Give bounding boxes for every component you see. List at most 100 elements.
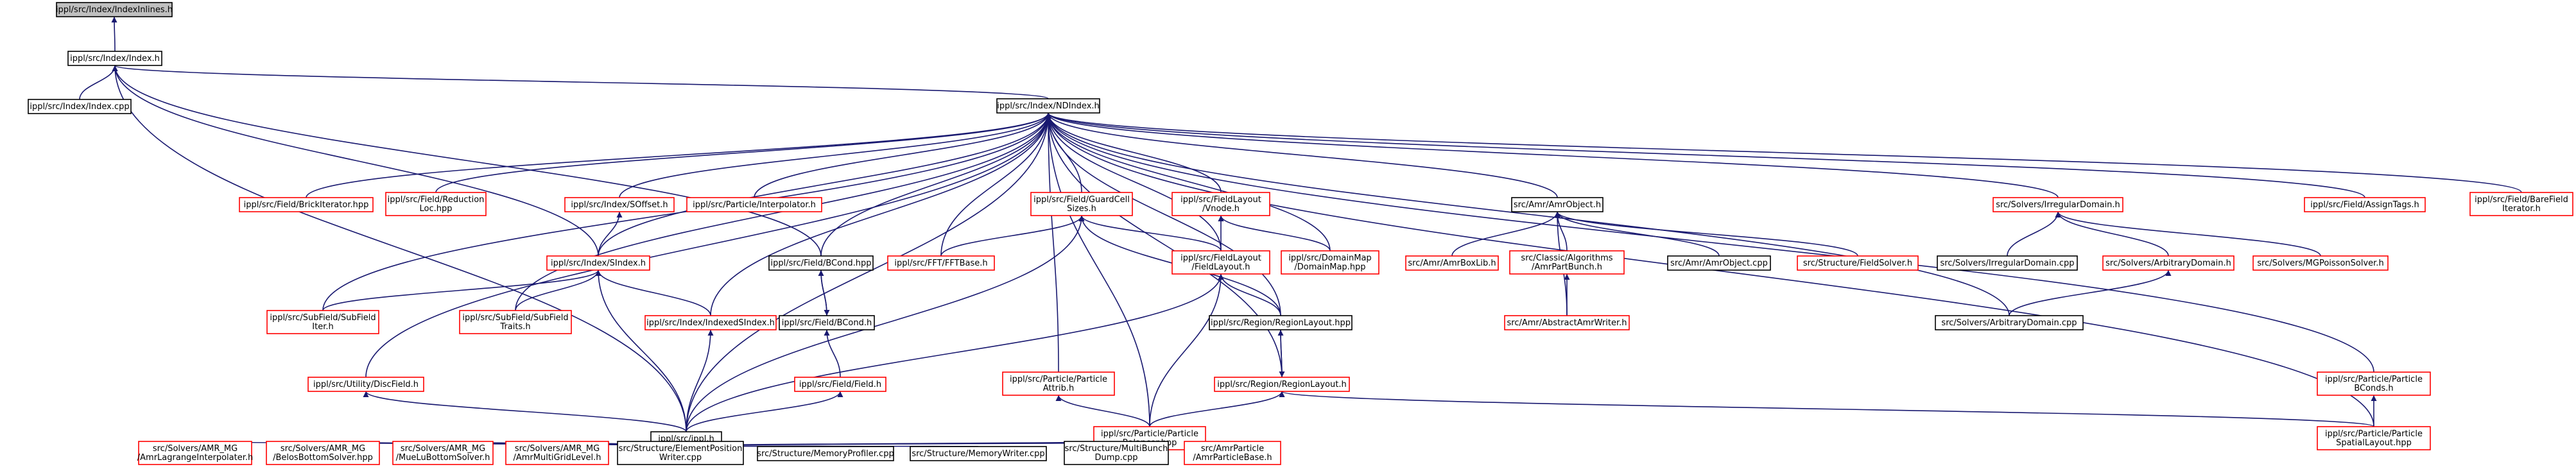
edge-ippl_h-to-sindex [595, 269, 687, 432]
node-label: src/Structure/FieldSolver.h [1803, 259, 1912, 268]
node-box [546, 255, 650, 271]
node-soffset[interactable]: ippl/src/Index/SOffset.h [564, 197, 675, 212]
node-box [617, 441, 744, 465]
node-box [1002, 371, 1115, 396]
node-box [779, 315, 875, 330]
edge-sindex-to-index_h [112, 65, 599, 257]
node-fieldsolver[interactable]: src/Structure/FieldSolver.h [1797, 255, 1919, 271]
node-box [2469, 192, 2573, 216]
edge-amrobject-to-ndindex [1045, 112, 1558, 198]
edge-irregular-to-ndindex [1045, 112, 2059, 198]
node-box [644, 315, 777, 330]
node-mgpoisson[interactable]: src/Solvers/MGPoissonSolver.h [2252, 255, 2389, 271]
node-sindex[interactable]: ippl/src/Index/SIndex.h [546, 255, 650, 271]
node-label: ippl/src/FFT/FFTBase.h [894, 259, 987, 268]
node-index_h[interactable]: ippl/src/Index/Index.h [67, 51, 162, 66]
node-label: /MueLuBottomSolver.h [396, 453, 490, 463]
node-vnode[interactable]: ippl/src/FieldLayout/Vnode.h [1171, 192, 1270, 216]
node-irregular_cpp[interactable]: src/Solvers/IrregularDomain.cpp [1937, 255, 2078, 271]
node-amrboxlib[interactable]: src/Amr/AmrBoxLib.h [1405, 255, 1499, 271]
node-label: /FieldLayout.h [1192, 262, 1250, 272]
node-domainmap[interactable]: ippl/src/DomainMap/DomainMap.hpp [1281, 250, 1379, 275]
node-regionlayout_h[interactable]: ippl/src/Region/RegionLayout.h [1214, 377, 1350, 392]
node-box [28, 99, 132, 114]
node-spatiallayout[interactable]: ippl/src/Particle/ParticleSpatialLayout.… [2317, 426, 2431, 450]
node-brickiter[interactable]: ippl/src/Field/BrickIterator.hpp [239, 197, 374, 212]
node-indexinlines[interactable]: ippl/src/Index/IndexInlines.h [56, 2, 173, 17]
edge-ippl_h-to-discfield [363, 391, 687, 432]
node-label: ippl/src/Index/NDIndex.h [997, 101, 1100, 111]
node-ampartbunch[interactable]: src/Classic/Algorithms/AmrPartBunch.h [1509, 250, 1625, 275]
node-box [67, 51, 162, 66]
edge-fieldsolver-to-amrobject [1554, 211, 1858, 257]
node-box [2304, 197, 2426, 212]
edge-subfielditer-to-sindex [322, 269, 601, 311]
node-box [768, 255, 874, 271]
node-amrobject_cpp[interactable]: src/Amr/AmrObject.cpp [1667, 255, 1771, 271]
node-label: ippl/src/Particle/Particle [2325, 429, 2423, 439]
node-memwriter[interactable]: src/Structure/MemoryWriter.cpp [910, 446, 1047, 461]
node-label: /BelosBottomSolver.hpp [273, 453, 373, 463]
node-label: /AmrLagrangeInterpolater.h [137, 453, 253, 463]
node-regionlayout_hpp[interactable]: ippl/src/Region/RegionLayout.hpp [1209, 315, 1353, 330]
node-discfield[interactable]: ippl/src/Utility/DiscField.h [307, 377, 424, 392]
node-label: /AmrPartBunch.h [1532, 262, 1602, 272]
node-arbitrary_cpp[interactable]: src/Solvers/ArbitraryDomain.cpp [1935, 315, 2084, 330]
node-amrlagrange[interactable]: src/Solvers/AMR_MG/AmrLagrangeInterpolat… [137, 441, 253, 465]
node-box [266, 310, 379, 334]
node-label: src/Amr/AmrObject.cpp [1670, 259, 1768, 268]
node-arbitrary_h[interactable]: src/Solvers/ArbitraryDomain.h [2102, 255, 2235, 271]
edge-bcond_hpp-to-ndindex [820, 112, 1051, 257]
edge-arbitrary_h-to-irregular [2055, 211, 2169, 257]
node-assigntags[interactable]: ippl/src/Field/AssignTags.h [2304, 197, 2426, 212]
edge-soffset-to-ndindex [619, 112, 1051, 198]
node-fftbase[interactable]: ippl/src/FFT/FFTBase.h [887, 255, 995, 271]
edge-barefield-to-ndindex [1045, 112, 2522, 193]
node-label: src/Amr/AmrObject.h [1514, 200, 1601, 210]
node-box [505, 441, 609, 465]
node-bottomsolver[interactable]: src/Solvers/AMR_MG/BelosBottomSolver.hpp [266, 441, 380, 465]
node-irregular[interactable]: src/Solvers/IrregularDomain.h [1993, 197, 2123, 212]
node-memprofiler[interactable]: src/Structure/MemoryProfiler.cpp [757, 446, 894, 461]
node-label: ippl/src/Field/Field.h [799, 380, 881, 389]
node-label: src/Solvers/AMR_MG [281, 444, 365, 454]
node-label: ippl/src/Index/IndexInlines.h [56, 5, 173, 15]
node-label: Writer.cpp [659, 453, 702, 463]
node-box [1030, 192, 1133, 216]
node-bcond_hpp[interactable]: ippl/src/Field/BCond.hpp [768, 255, 874, 271]
node-label: ippl/src/FieldLayout [1180, 253, 1261, 263]
node-label: Loc.hpp [420, 204, 453, 214]
node-indexedsindex[interactable]: ippl/src/Index/IndexedSIndex.h [644, 315, 777, 330]
node-muelu[interactable]: src/Solvers/AMR_MG/MueLuBottomSolver.h [392, 441, 494, 465]
edge-indexedsindex-to-sindex [595, 269, 711, 316]
edge-index_h-to-indexinlines [111, 16, 117, 52]
node-abstractamrwriter[interactable]: src/Amr/AbstractAmrWriter.h [1504, 315, 1630, 330]
node-fieldlayout[interactable]: ippl/src/FieldLayout/FieldLayout.h [1171, 250, 1270, 275]
node-interp[interactable]: ippl/src/Particle/Interpolator.h [686, 197, 822, 212]
node-label: src/Solvers/MGPoissonSolver.h [2257, 259, 2383, 268]
node-amrparticlebase[interactable]: src/AmrParticle/AmrParticleBase.h [1184, 441, 1281, 465]
edge-ippl_h-to-indexedsindex [686, 329, 714, 432]
node-label: ippl/src/Field/AssignTags.h [2310, 200, 2419, 210]
node-multigridlevel[interactable]: src/Solvers/AMR_MG/AmrMultiGridLevel.h [505, 441, 609, 465]
node-index_cpp[interactable]: ippl/src/Index/Index.cpp [28, 99, 132, 114]
edge-ippl_h-to-guardcell [686, 215, 1085, 432]
edge-regionlayout_hpp-to-ndindex [1045, 112, 1281, 316]
node-amrobject[interactable]: src/Amr/AmrObject.h [1511, 197, 1604, 212]
node-field_h[interactable]: ippl/src/Field/Field.h [794, 377, 886, 392]
edge-particlebalancer-to-regionlayout_h [1149, 391, 1285, 427]
node-bcond_h[interactable]: ippl/src/Field/BCond.h [779, 315, 875, 330]
node-label: src/Structure/MultiBunch [1065, 444, 1168, 454]
edge-interp-to-ndindex [754, 112, 1051, 198]
node-ndindex[interactable]: ippl/src/Index/NDIndex.h [996, 98, 1100, 114]
